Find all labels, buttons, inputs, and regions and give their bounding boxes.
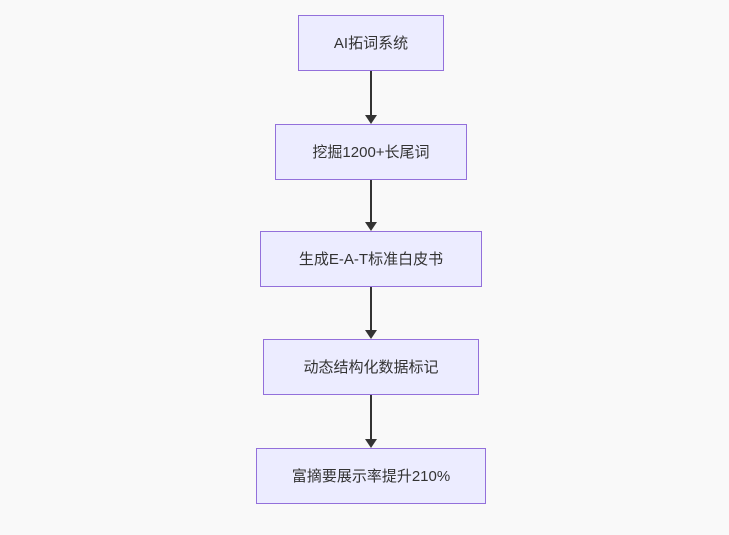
- arrow-head-icon: [365, 439, 377, 448]
- arrow-line: [370, 180, 372, 223]
- flow-node-structured-data-markup: 动态结构化数据标记: [263, 339, 479, 395]
- arrow-line: [370, 287, 372, 331]
- arrow-head-icon: [365, 115, 377, 124]
- flow-node-label: 富摘要展示率提升210%: [291, 467, 451, 485]
- flow-node-label: AI拓词系统: [333, 34, 409, 52]
- arrow-head-icon: [365, 330, 377, 339]
- arrow-line: [370, 71, 372, 116]
- flow-edge-4: [364, 395, 378, 448]
- flow-edge-1: [364, 71, 378, 124]
- arrow-line: [370, 395, 372, 440]
- flow-node-rich-snippet-rate: 富摘要展示率提升210%: [256, 448, 486, 504]
- flow-node-longtail-keywords: 挖掘1200+长尾词: [275, 124, 467, 180]
- arrow-head-icon: [365, 222, 377, 231]
- flow-node-label: 动态结构化数据标记: [303, 358, 439, 376]
- flow-node-label: 生成E-A-T标准白皮书: [298, 250, 444, 268]
- flow-node-label: 挖掘1200+长尾词: [312, 143, 430, 161]
- flow-node-eat-whitepaper: 生成E-A-T标准白皮书: [260, 231, 482, 287]
- flowchart-column: AI拓词系统 挖掘1200+长尾词 生成E-A-T标准白皮书 动态结构化数据标记: [256, 15, 486, 504]
- flow-node-ai-word-expansion-system: AI拓词系统: [298, 15, 444, 71]
- flow-edge-3: [364, 287, 378, 339]
- flow-edge-2: [364, 180, 378, 231]
